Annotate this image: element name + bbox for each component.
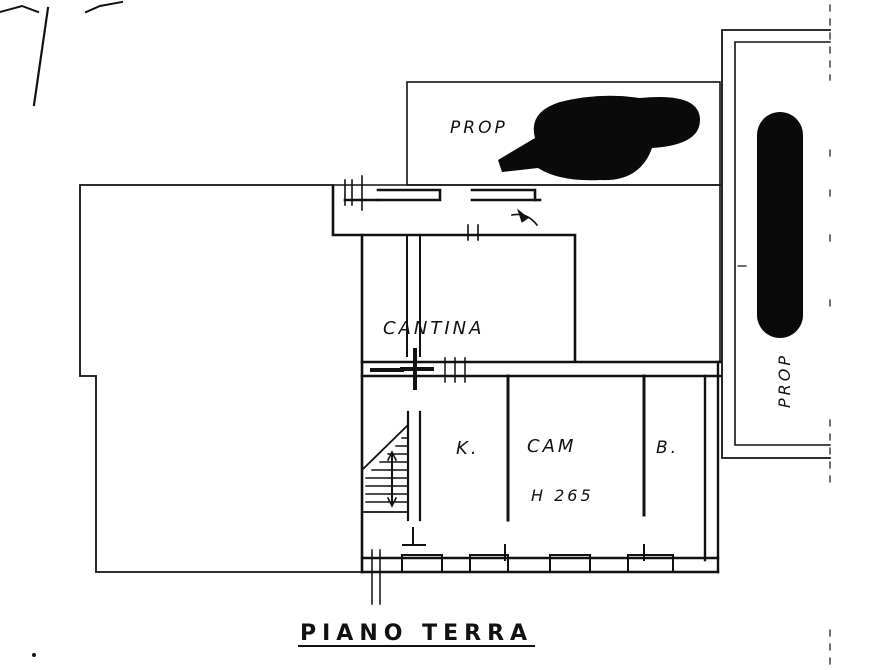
redaction-mark-right — [757, 112, 803, 338]
plan-title: PIANO TERRA — [300, 621, 533, 646]
label-cantina: CANTINA — [383, 318, 484, 339]
label-bedroom: CAM — [527, 436, 576, 457]
property-right-outline — [721, 29, 831, 459]
scan-dot — [32, 653, 36, 657]
redaction-mark-top — [498, 95, 700, 181]
label-prop-right: PROP — [775, 353, 794, 408]
middle-wall — [360, 360, 722, 378]
yard-outline — [79, 184, 361, 573]
cantina-walls — [331, 184, 577, 574]
bottom-windows — [401, 554, 674, 573]
stairs — [361, 422, 409, 513]
bottom-wall — [360, 556, 720, 574]
label-bath: B. — [656, 438, 679, 458]
label-kitchen: K. — [456, 438, 480, 459]
label-prop-top: PROP — [450, 118, 508, 138]
label-height: H 265 — [531, 486, 594, 505]
